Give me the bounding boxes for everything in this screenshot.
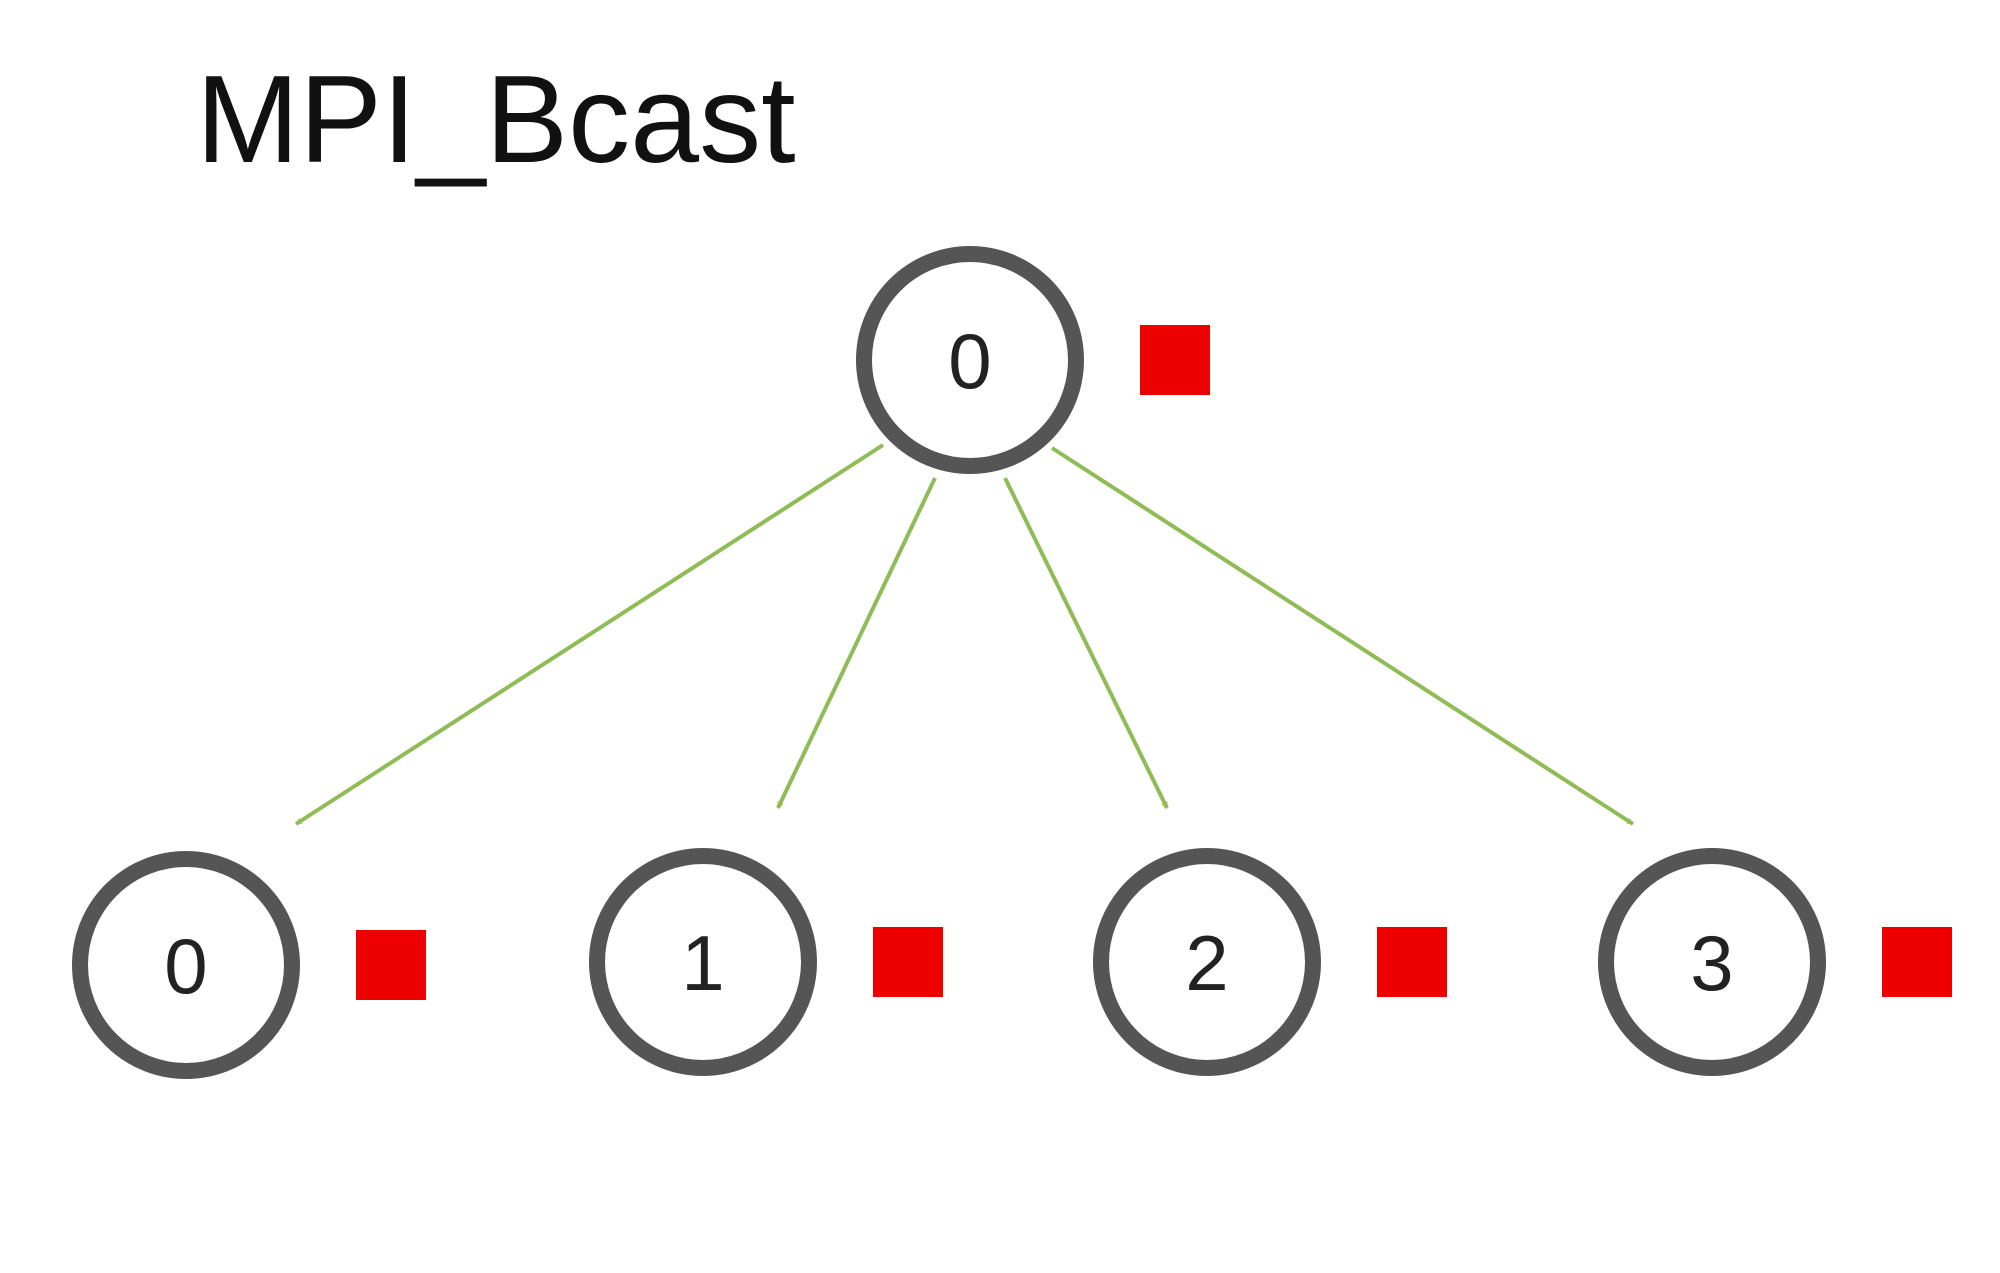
edge-root-to-p3 <box>1050 446 1635 826</box>
process-rank-label-root: 0 <box>948 317 991 405</box>
edges-layer <box>294 443 1635 826</box>
process-circle-p3 <box>1598 848 1826 1076</box>
process-node-p0: 0 <box>72 851 426 1079</box>
process-node-p3: 3 <box>1598 848 1952 1076</box>
data-block-p0 <box>356 930 426 1000</box>
process-rank-label-p1: 1 <box>681 919 724 1007</box>
data-block-p1 <box>873 927 943 997</box>
edge-root-to-p1 <box>776 477 937 809</box>
process-rank-label-p3: 3 <box>1690 919 1733 1007</box>
data-block-p2 <box>1377 927 1447 997</box>
process-node-p1: 1 <box>589 848 943 1076</box>
process-node-p2: 2 <box>1093 848 1447 1076</box>
nodes-layer: 0 0 1 2 3 <box>72 246 1952 1079</box>
data-block-root <box>1140 325 1210 395</box>
process-circle-p2 <box>1093 848 1321 1076</box>
process-rank-label-p2: 2 <box>1185 919 1228 1007</box>
process-circle-p1 <box>589 848 817 1076</box>
process-node-root: 0 <box>856 246 1210 474</box>
edge-root-to-p2 <box>1003 477 1169 809</box>
data-block-p3 <box>1882 927 1952 997</box>
process-circle-root <box>856 246 1084 474</box>
edge-root-to-p0 <box>294 443 885 826</box>
process-circle-p0 <box>72 851 300 1079</box>
process-rank-label-p0: 0 <box>164 922 207 1010</box>
diagram-title: MPI_Bcast <box>196 51 796 189</box>
